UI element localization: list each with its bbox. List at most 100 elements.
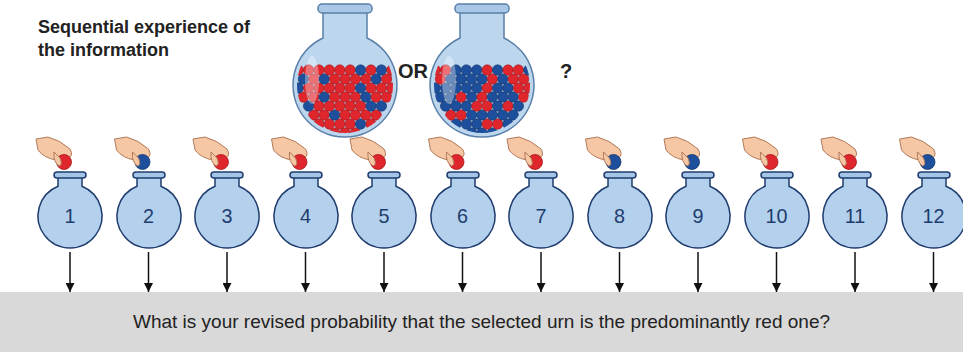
urn-number: 11 (814, 200, 896, 232)
urn-number: 12 (893, 200, 963, 232)
ball (361, 92, 371, 102)
ball (361, 74, 371, 84)
arrow (697, 252, 699, 292)
urn-number: 10 (736, 200, 818, 232)
ball (355, 83, 365, 93)
ball (329, 110, 339, 120)
ball (513, 65, 523, 75)
urn-number: 9 (657, 200, 739, 232)
urn-number: 8 (579, 200, 661, 232)
ball (482, 65, 492, 75)
urn-node: 12 (893, 170, 963, 250)
arrow (776, 252, 778, 292)
title: Sequential experience of the information (38, 16, 253, 63)
ball (335, 101, 345, 111)
urn-node: 1 (29, 170, 111, 250)
ball (487, 128, 497, 138)
ball (456, 92, 466, 102)
hand-with-ball (193, 137, 229, 170)
urn-node: 7 (500, 170, 582, 250)
label-box: ? (560, 60, 572, 83)
ball (503, 119, 513, 129)
arrow (462, 252, 464, 292)
urn-node: 11 (814, 170, 896, 250)
ball (430, 65, 440, 75)
ball (472, 65, 482, 75)
hand-with-ball (36, 137, 72, 170)
ball (492, 101, 502, 111)
ball (492, 83, 502, 93)
arrow (305, 252, 307, 292)
ball (376, 83, 386, 93)
urn-node: 9 (657, 170, 739, 250)
ball (314, 101, 324, 111)
ball (518, 92, 528, 102)
ball (371, 74, 381, 84)
hand-with-ball (350, 137, 386, 170)
ball (366, 65, 376, 75)
ball (482, 83, 492, 93)
arrow (383, 252, 385, 292)
ball (508, 74, 518, 84)
hand-with-ball (743, 137, 779, 170)
ball (456, 110, 466, 120)
label: OR (398, 60, 428, 83)
ball (487, 92, 497, 102)
question-band: What is your revised probability that th… (0, 292, 963, 352)
ball (451, 101, 461, 111)
ball (472, 101, 482, 111)
ball (503, 65, 513, 75)
ball (361, 110, 371, 120)
ball (513, 83, 523, 93)
urn-node: 4 (265, 170, 347, 250)
ball (508, 110, 518, 120)
urn-number: 1 (29, 200, 111, 232)
ball (446, 110, 456, 120)
hand-with-ball (115, 137, 151, 170)
ball (366, 83, 376, 93)
ball (350, 128, 360, 138)
ball (293, 83, 303, 93)
ball (513, 101, 523, 111)
ball (456, 74, 466, 84)
ball (387, 83, 397, 93)
ball (466, 92, 476, 102)
ball (293, 65, 303, 75)
arrow (148, 252, 150, 292)
ball (340, 110, 350, 120)
ball (324, 83, 334, 93)
ball (461, 83, 471, 93)
ball (371, 110, 381, 120)
urn-node: 5 (343, 170, 425, 250)
ball (324, 101, 334, 111)
ball (461, 119, 471, 129)
ball (508, 92, 518, 102)
ball (482, 119, 492, 129)
ball (487, 74, 497, 84)
question-text: What is your revised probability that th… (133, 311, 830, 333)
big-urn (293, 4, 397, 138)
ball (335, 83, 345, 93)
ball (350, 74, 360, 84)
ball (477, 110, 487, 120)
hand-with-ball (900, 137, 936, 170)
ball (466, 110, 476, 120)
ball (466, 74, 476, 84)
ball (329, 74, 339, 84)
ball (430, 83, 440, 93)
big-urn (430, 4, 534, 138)
ball (472, 119, 482, 129)
ball (524, 83, 534, 93)
ball (366, 119, 376, 129)
ball (451, 119, 461, 129)
arrow (540, 252, 542, 292)
ball (381, 74, 391, 84)
ball (345, 101, 355, 111)
ball (324, 65, 334, 75)
ball (319, 92, 329, 102)
ball (345, 119, 355, 129)
ball (498, 110, 508, 120)
ball (371, 92, 381, 102)
arrow (69, 252, 71, 292)
urn-number: 4 (265, 200, 347, 232)
